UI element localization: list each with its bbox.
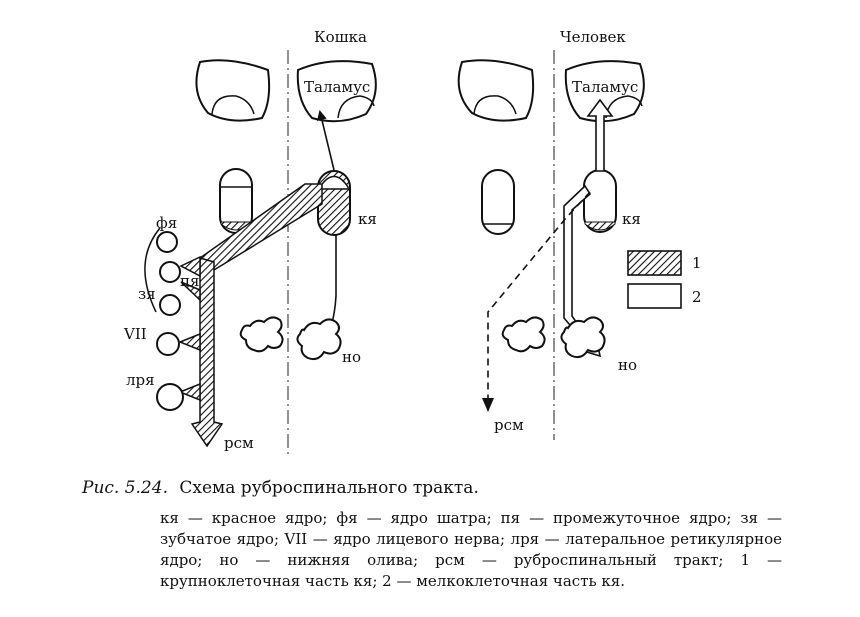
fastigial-label: фя [156, 214, 177, 232]
thalamic-projection-cat [317, 110, 335, 171]
dentate-label: зя [138, 285, 156, 303]
red-nucleus-label-cat: кя [358, 210, 377, 228]
rubrospinal-tract-diagram: Кошка Таламус кя [123, 28, 702, 455]
legend-key-2: 2 [692, 288, 702, 306]
figure-caption: Рис. 5.24. Схема руброспинального тракта… [82, 477, 782, 499]
inferior-olive-left-human [501, 316, 546, 353]
rubrospinal-tract-cat [177, 183, 323, 448]
thalamic-projection-human [586, 98, 614, 172]
thalamus-label-human: Таламус [572, 78, 638, 96]
cerebellar-nuclei-bracket [144, 227, 161, 313]
inferior-olive-left-cat [239, 316, 284, 353]
legend-swatch-1 [627, 250, 682, 276]
rst-label-human: рсм [494, 416, 524, 434]
lateral-reticular-nucleus [156, 383, 184, 411]
species-label-human: Человек [560, 28, 626, 46]
interposed-label: пя [180, 272, 199, 290]
thalamus-right-cat [296, 60, 377, 123]
facial-label: VII [123, 325, 147, 343]
red-nucleus-left-human [481, 169, 515, 235]
thalamus-right-human [564, 60, 645, 123]
legend-key-1: 1 [692, 254, 702, 272]
legend-swatch-2 [627, 283, 682, 309]
rst-label-cat: рсм [224, 434, 254, 452]
red-nucleus-right-human [583, 169, 617, 233]
fastigial-nucleus [156, 231, 178, 253]
thalamus-left-cat [195, 59, 271, 122]
inferior-olive-right-human [560, 316, 606, 359]
red-nucleus-left-cat [219, 168, 253, 234]
thalamus-left-human [457, 59, 535, 122]
red-nucleus-right-cat [317, 170, 351, 236]
lateral-reticular-label: лря [126, 371, 155, 389]
inferior-olive-right-cat [296, 318, 342, 361]
olive-label-human: но [618, 356, 637, 374]
human-panel: Человек Таламус кя рсм но [457, 28, 702, 440]
facial-nucleus [156, 332, 180, 356]
diagram-legend: 1 2 [627, 250, 702, 309]
olive-label-cat: но [342, 348, 361, 366]
cat-panel: Кошка Таламус кя [123, 28, 377, 455]
rubrospinal-tract-human [487, 191, 591, 400]
interposed-nucleus [159, 261, 181, 283]
caption-legend-text: кя — красное ядро; фя — ядро шатра; пя —… [160, 509, 782, 590]
dentate-nucleus [159, 294, 181, 316]
figure-title: Схема руброспинального тракта. [179, 478, 479, 498]
figure-number: Рис. 5.24. [82, 478, 168, 498]
red-nucleus-label-human: кя [622, 210, 641, 228]
species-label-cat: Кошка [314, 28, 367, 46]
thalamus-label-cat: Таламус [304, 78, 370, 96]
